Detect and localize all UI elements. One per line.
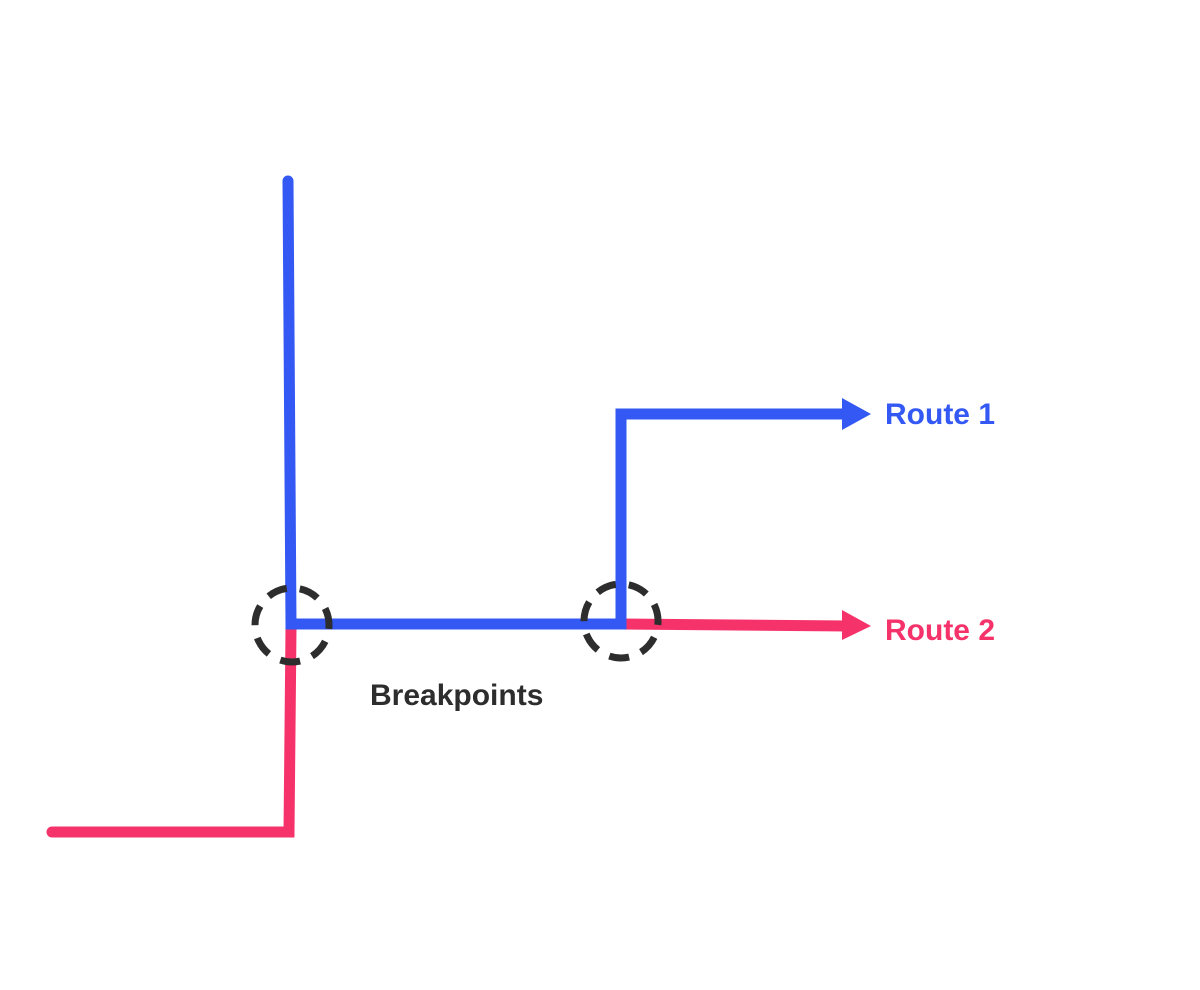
route-1-line <box>282 175 854 630</box>
route-2-arrowhead <box>842 610 871 640</box>
route-1-arrowhead <box>842 398 871 430</box>
route-2-label: Route 2 <box>885 614 995 647</box>
breakpoints-label: Breakpoints <box>370 679 543 712</box>
route-1-label: Route 1 <box>885 398 995 431</box>
route-2-line-start <box>46 622 297 838</box>
breakpoint-marker-1 <box>251 584 333 666</box>
breakpoint-marker-2 <box>580 580 662 662</box>
